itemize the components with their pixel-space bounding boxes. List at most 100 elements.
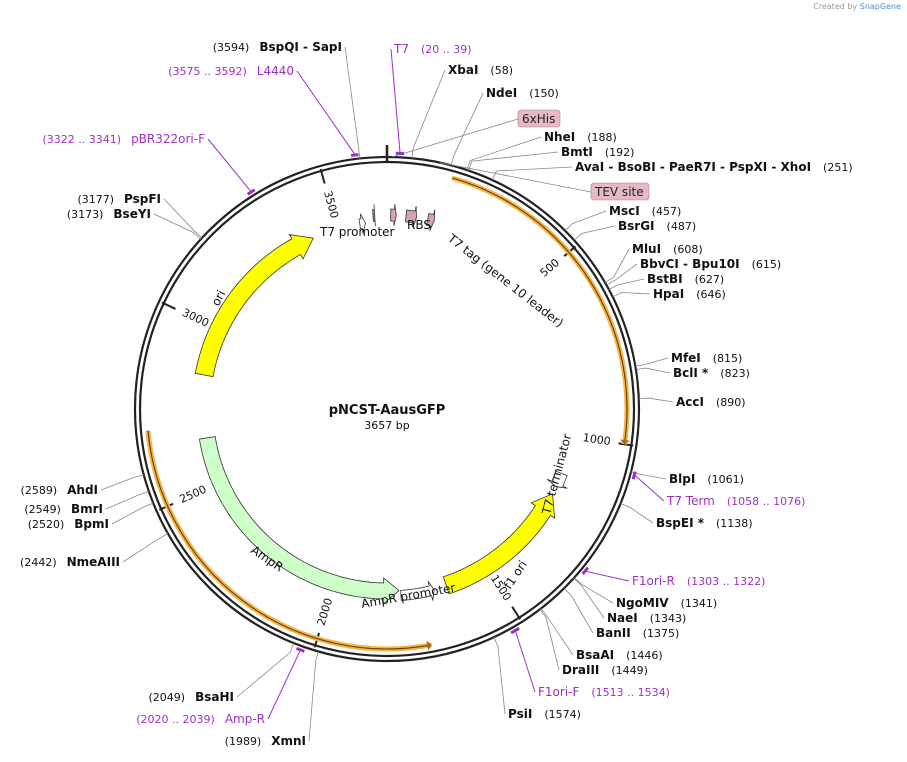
enzyme-msci[interactable]: MscI <box>609 204 640 218</box>
enzyme-bbvci[interactable]: BbvCI - Bpu10I <box>640 257 740 271</box>
enzyme-naei[interactable]: NaeI <box>607 611 638 625</box>
enzyme-position-bseyi: (3173) <box>67 208 104 221</box>
enzyme-position-bmri: (2549) <box>24 503 61 516</box>
enzyme-position-bpmi: (2520) <box>28 518 65 531</box>
enzyme-bstbi[interactable]: BstBI <box>647 272 683 286</box>
primer-mark-amp-r[interactable] <box>295 647 305 653</box>
feature-ampr-promoter[interactable] <box>400 580 435 601</box>
enzyme-bsaai[interactable]: BsaAI <box>576 648 614 662</box>
enzyme-banii[interactable]: BanII <box>596 626 631 640</box>
backbone-ring-group <box>133 145 641 663</box>
enzyme-avai[interactable]: AvaI - BsoBI - PaeR7I - PspXI - XhoI <box>575 160 811 174</box>
enzyme-position-draiii: (1449) <box>611 664 648 677</box>
feature-ampr[interactable] <box>198 436 400 605</box>
enzyme-position-bsaai: (1446) <box>626 649 663 662</box>
enzyme-draiii[interactable]: DraIII <box>562 663 599 677</box>
enzyme-bmri[interactable]: BmrI <box>71 502 103 516</box>
enzyme-nhei[interactable]: NheI <box>544 130 575 144</box>
primer-leader-pbr322ori-f <box>207 138 252 192</box>
orf-arc-group <box>145 175 630 652</box>
tick-3000 <box>161 301 176 310</box>
enzyme-bcli[interactable]: BclI * <box>673 366 709 380</box>
primer-amp-r[interactable]: Amp-R <box>225 712 265 726</box>
enzyme-leader-hpai <box>612 292 651 298</box>
enzyme-mlui[interactable]: MluI <box>632 242 661 256</box>
enzyme-leader-pspfi <box>163 198 203 239</box>
enzyme-xmni[interactable]: XmnI <box>271 734 306 748</box>
tick-label-3500: 3500 <box>321 189 341 219</box>
enzyme-bsrgi[interactable]: BsrGI <box>618 219 655 233</box>
feature-t7-tag-gene-10-leader[interactable] <box>404 206 417 229</box>
feature-ori[interactable] <box>194 233 314 378</box>
feature-box-6xhis <box>517 109 561 128</box>
enzyme-ndei[interactable]: NdeI <box>486 86 517 100</box>
feature-box-tev-site <box>590 182 650 201</box>
enzyme-leader-bsrgi <box>573 225 616 241</box>
enzyme-position-pspfi: (3177) <box>77 193 114 206</box>
primer-l4440[interactable]: L4440 <box>257 64 294 78</box>
primer-mark-t7-term[interactable] <box>631 471 637 480</box>
enzyme-position-bspei: (1138) <box>716 517 753 530</box>
tick-3500 <box>319 168 326 184</box>
primer-mark-f1ori-f[interactable] <box>510 627 520 635</box>
enzyme-xbai[interactable]: XbaI <box>448 63 478 77</box>
feature-label-rbs: RBS <box>407 218 431 232</box>
enzyme-position-banii: (1375) <box>643 627 680 640</box>
primer-t7[interactable]: T7 <box>393 42 409 56</box>
enzyme-hpai[interactable]: HpaI <box>653 287 684 301</box>
primer-pbr322ori-f[interactable]: pBR322ori-F <box>131 132 205 146</box>
snapgene-brand: SnapGene <box>859 2 901 11</box>
orf-arc-core-gfp <box>451 177 628 445</box>
enzyme-leader-psii <box>493 637 506 715</box>
enzyme-acci[interactable]: AccI <box>676 395 704 409</box>
enzyme-position-hpai: (646) <box>696 288 726 301</box>
enzyme-bspqi[interactable]: BspQI - SapI <box>259 40 342 54</box>
feature-f1-ori[interactable] <box>442 493 556 595</box>
enzyme-bmti[interactable]: BmtI <box>561 145 593 159</box>
enzyme-bsahi[interactable]: BsaHI <box>195 690 234 704</box>
feature-label-t7-terminator: T7 terminator <box>539 432 574 516</box>
primer-f1ori-f[interactable]: F1ori-F <box>538 685 579 699</box>
feature-rbs[interactable] <box>372 204 376 227</box>
enzyme-position-bsahi: (2049) <box>149 691 186 704</box>
enzyme-position-blpi: (1061) <box>707 473 744 486</box>
tick-label-2500: 2500 <box>178 483 209 506</box>
primer-t7-term[interactable]: T7 Term <box>666 494 715 508</box>
tick-label-1000: 1000 <box>582 431 612 448</box>
feature-t7-promoter[interactable] <box>358 213 366 234</box>
enzyme-position-xmni: (1989) <box>225 735 262 748</box>
feature-tev-site[interactable] <box>425 209 436 232</box>
enzyme-bspei[interactable]: BspEI * <box>656 516 705 530</box>
enzyme-leader-ngomiv <box>573 577 614 604</box>
primer-mark-f1ori-r[interactable] <box>581 566 590 575</box>
enzyme-mfei[interactable]: MfeI <box>671 351 701 365</box>
orf-arc-ampr <box>145 430 432 652</box>
enzyme-position-bspqi: (3594) <box>213 41 250 54</box>
tick-label-2000: 2000 <box>315 596 336 627</box>
primer-f1ori-r[interactable]: F1ori-R <box>632 574 675 588</box>
primer-leader-amp-r <box>267 650 301 720</box>
enzyme-ahdi[interactable]: AhdI <box>67 483 98 497</box>
enzyme-nmeaiii[interactable]: NmeAIII <box>67 555 120 569</box>
feature-6xhis[interactable] <box>390 204 397 227</box>
enzyme-leader-bseyi <box>153 213 202 240</box>
primer-mark-l4440[interactable] <box>350 153 359 157</box>
enzyme-bpmi[interactable]: BpmI <box>74 517 109 531</box>
feature-box-label-6xhis: 6xHis <box>522 112 555 126</box>
enzyme-leader-bsahi <box>236 642 295 698</box>
primer-range-f1ori-r: (1303 .. 1322) <box>687 575 766 588</box>
enzyme-leader-naei <box>573 577 605 619</box>
enzyme-leader-avai <box>491 166 573 181</box>
primer-mark-pbr322ori-f[interactable] <box>246 188 256 196</box>
enzyme-bseyi[interactable]: BseYI <box>113 207 151 221</box>
enzyme-psii[interactable]: PsiI <box>508 707 532 721</box>
enzyme-ngomiv[interactable]: NgoMIV <box>616 596 669 610</box>
enzyme-leader-bcli <box>635 367 671 374</box>
enzyme-leader-bmri <box>105 490 149 510</box>
primer-leader-l4440 <box>296 70 356 155</box>
enzyme-pspfi[interactable]: PspFI <box>124 192 161 206</box>
enzyme-blpi[interactable]: BlpI <box>669 472 695 486</box>
feature-label-ori: ori <box>209 288 229 308</box>
feature-t7-terminator[interactable] <box>546 470 568 489</box>
